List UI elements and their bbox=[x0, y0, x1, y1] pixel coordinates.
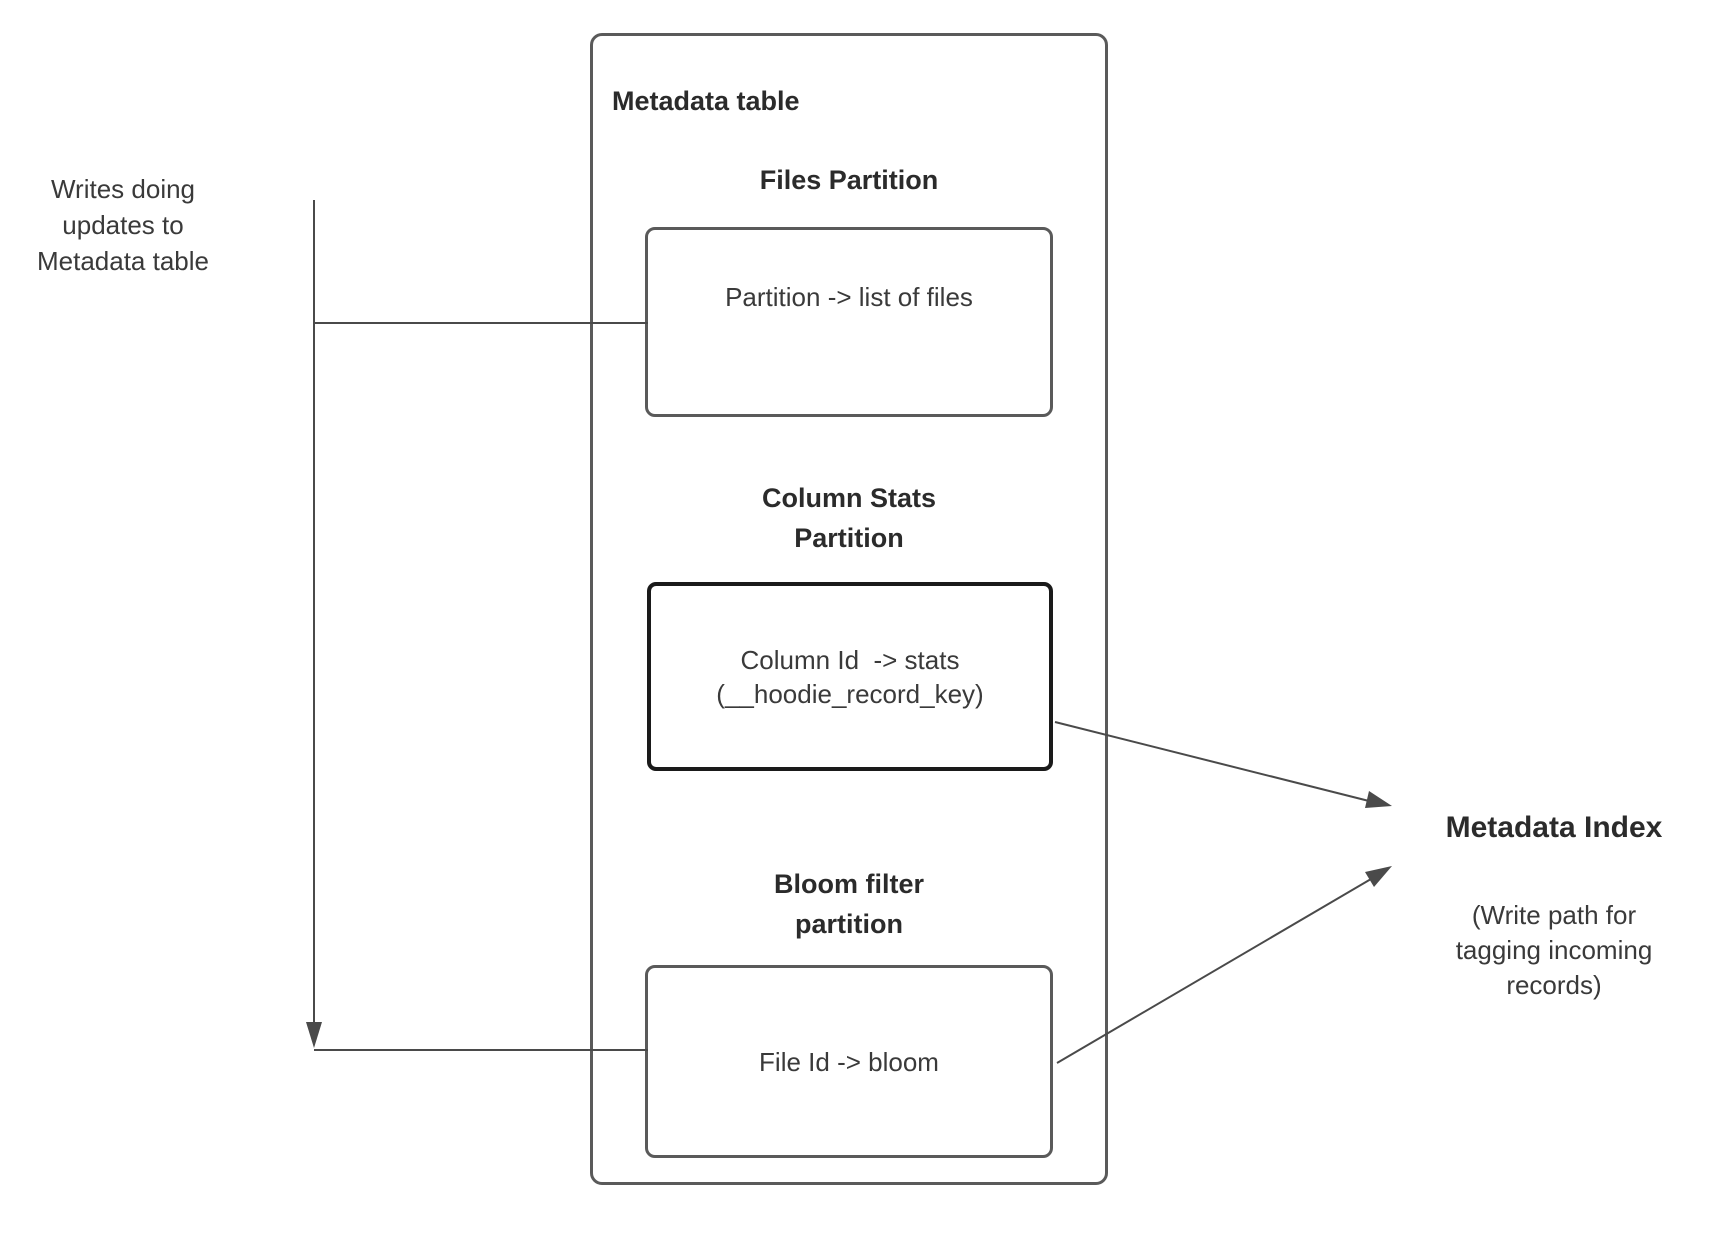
metadata-index-title: Metadata Index bbox=[1445, 811, 1663, 844]
files-partition-box: Partition -> list of files bbox=[645, 227, 1053, 417]
column-stats-partition-box: Column Id -> stats (__hoodie_record_key) bbox=[647, 582, 1053, 771]
column-stats-partition-heading: Column Stats Partition bbox=[761, 483, 936, 553]
files-partition-box-text: Partition -> list of files bbox=[725, 282, 973, 312]
metadata-index-subtitle: (Write path for tagging incoming records… bbox=[1455, 900, 1653, 1000]
bloom-filter-partition-heading: Bloom filter partition bbox=[773, 869, 924, 939]
bloom-filter-partition-box: File Id -> bloom bbox=[645, 965, 1053, 1158]
down-arrowhead-icon bbox=[306, 1022, 322, 1048]
column-stats-partition-box-text: Column Id -> stats (__hoodie_record_key) bbox=[716, 644, 984, 709]
bloom-filter-partition-box-text: File Id -> bloom bbox=[759, 1046, 939, 1077]
files-partition-heading: Files Partition bbox=[759, 165, 939, 195]
writes-annotation: Writes doing updates to Metadata table bbox=[36, 174, 209, 276]
bloom-to-index-arrowhead-icon bbox=[1365, 866, 1392, 887]
metadata-table-title: Metadata table bbox=[612, 86, 800, 116]
column-stats-to-index-arrowhead-icon bbox=[1365, 791, 1392, 808]
